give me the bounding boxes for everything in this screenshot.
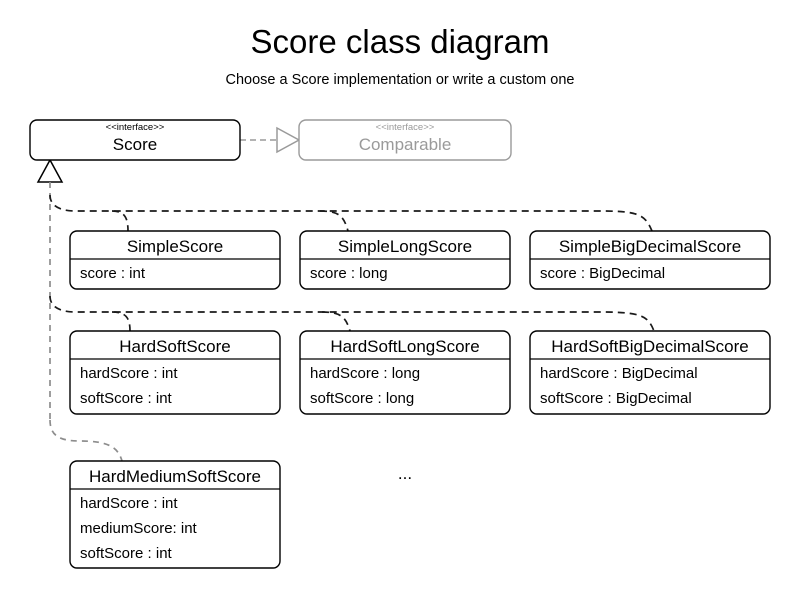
interface-score-stereotype: <<interface>> [106, 122, 165, 133]
class-attribute: mediumScore: int [80, 520, 198, 537]
class-attribute: softScore : BigDecimal [540, 390, 692, 407]
class-attribute: softScore : int [80, 545, 173, 562]
class-attribute: hardScore : BigDecimal [540, 365, 698, 382]
class-attribute: softScore : int [80, 390, 173, 407]
class-name: HardSoftBigDecimalScore [551, 337, 748, 356]
interface-comparable[interactable]: <<interface>> Comparable [298, 119, 512, 161]
class-attribute: hardScore : int [80, 365, 178, 382]
class-attribute: hardScore : int [80, 495, 178, 512]
class-attribute: softScore : long [310, 390, 414, 407]
class-name: HardMediumSoftScore [89, 467, 261, 486]
class-name: SimpleScore [127, 237, 223, 256]
class-hard-medium-soft-score[interactable]: HardMediumSoftScore hardScore : int medi… [69, 460, 281, 569]
class-hard-soft-long-score[interactable]: HardSoftLongScore hardScore : long softS… [299, 330, 511, 415]
generalization-row2 [49, 295, 655, 332]
class-simple-score[interactable]: SimpleScore score : int [69, 230, 281, 290]
page-title: Score class diagram [251, 23, 550, 60]
class-name: SimpleBigDecimalScore [559, 237, 741, 256]
class-name: HardSoftLongScore [330, 337, 479, 356]
interface-comparable-stereotype: <<interface>> [376, 122, 435, 133]
generalization-row1 [49, 194, 653, 232]
class-attribute: score : int [80, 265, 146, 282]
class-name: SimpleLongScore [338, 237, 472, 256]
more-implementations-ellipsis: ... [398, 464, 412, 483]
page-subtitle: Choose a Score implementation or write a… [226, 72, 575, 88]
class-attribute: score : BigDecimal [540, 265, 665, 282]
class-attribute: score : long [310, 265, 388, 282]
class-simple-big-decimal-score[interactable]: SimpleBigDecimalScore score : BigDecimal [529, 230, 771, 290]
class-simple-long-score[interactable]: SimpleLongScore score : long [299, 230, 511, 290]
class-name: HardSoftScore [119, 337, 231, 356]
interface-score[interactable]: <<interface>> Score [29, 119, 241, 161]
class-hard-soft-big-decimal-score[interactable]: HardSoftBigDecimalScore hardScore : BigD… [529, 330, 771, 415]
generalization-trunk [36, 158, 64, 420]
class-hard-soft-score[interactable]: HardSoftScore hardScore : int softScore … [69, 330, 281, 415]
class-attribute: hardScore : long [310, 365, 420, 382]
interface-comparable-name: Comparable [359, 135, 452, 154]
interface-score-name: Score [113, 135, 157, 154]
generalization-row3 [49, 419, 123, 462]
dependency-score-to-comparable [240, 126, 301, 154]
